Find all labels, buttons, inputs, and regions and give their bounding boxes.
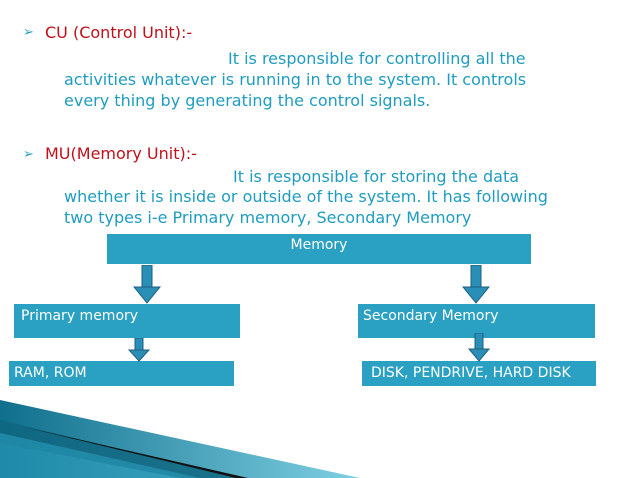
mu-text-line-3: two types i-e Primary memory, Secondary …: [64, 208, 472, 227]
secondary-memory-label: Secondary Memory: [363, 308, 499, 324]
corner-decoration: [0, 400, 360, 478]
secondary-memory-box: Secondary Memory: [358, 304, 595, 338]
mu-heading: MU(Memory Unit):-: [45, 144, 197, 163]
arrow-down-icon: [468, 333, 490, 362]
arrow-down-icon: [128, 338, 150, 362]
cu-text-line-1: It is responsible for controlling all th…: [228, 49, 526, 68]
primary-memory-box: Primary memory: [14, 304, 240, 338]
mu-text-line-1: It is responsible for storing the data: [233, 167, 520, 186]
primary-memory-label: Primary memory: [21, 308, 139, 324]
ram-rom-box: RAM, ROM: [9, 361, 234, 386]
arrow-down-icon: [133, 265, 161, 304]
arrow-down-icon: [462, 265, 490, 304]
cu-bullet-icon: ➢: [23, 25, 34, 40]
cu-text-line-3: every thing by generating the control si…: [64, 91, 431, 110]
memory-box: Memory: [107, 234, 531, 264]
disk-box: DISK, PENDRIVE, HARD DISK: [362, 361, 596, 386]
ram-rom-label: RAM, ROM: [14, 365, 87, 381]
mu-text-line-2: whether it is inside or outside of the s…: [64, 187, 548, 206]
memory-box-label: Memory: [290, 237, 348, 253]
disk-pendrive-hard-disk-label: DISK, PENDRIVE, HARD DISK: [371, 365, 571, 381]
cu-text-line-2: activities whatever is running in to the…: [64, 70, 527, 89]
cu-heading: CU (Control Unit):-: [45, 23, 193, 42]
mu-bullet-icon: ➢: [23, 147, 34, 162]
